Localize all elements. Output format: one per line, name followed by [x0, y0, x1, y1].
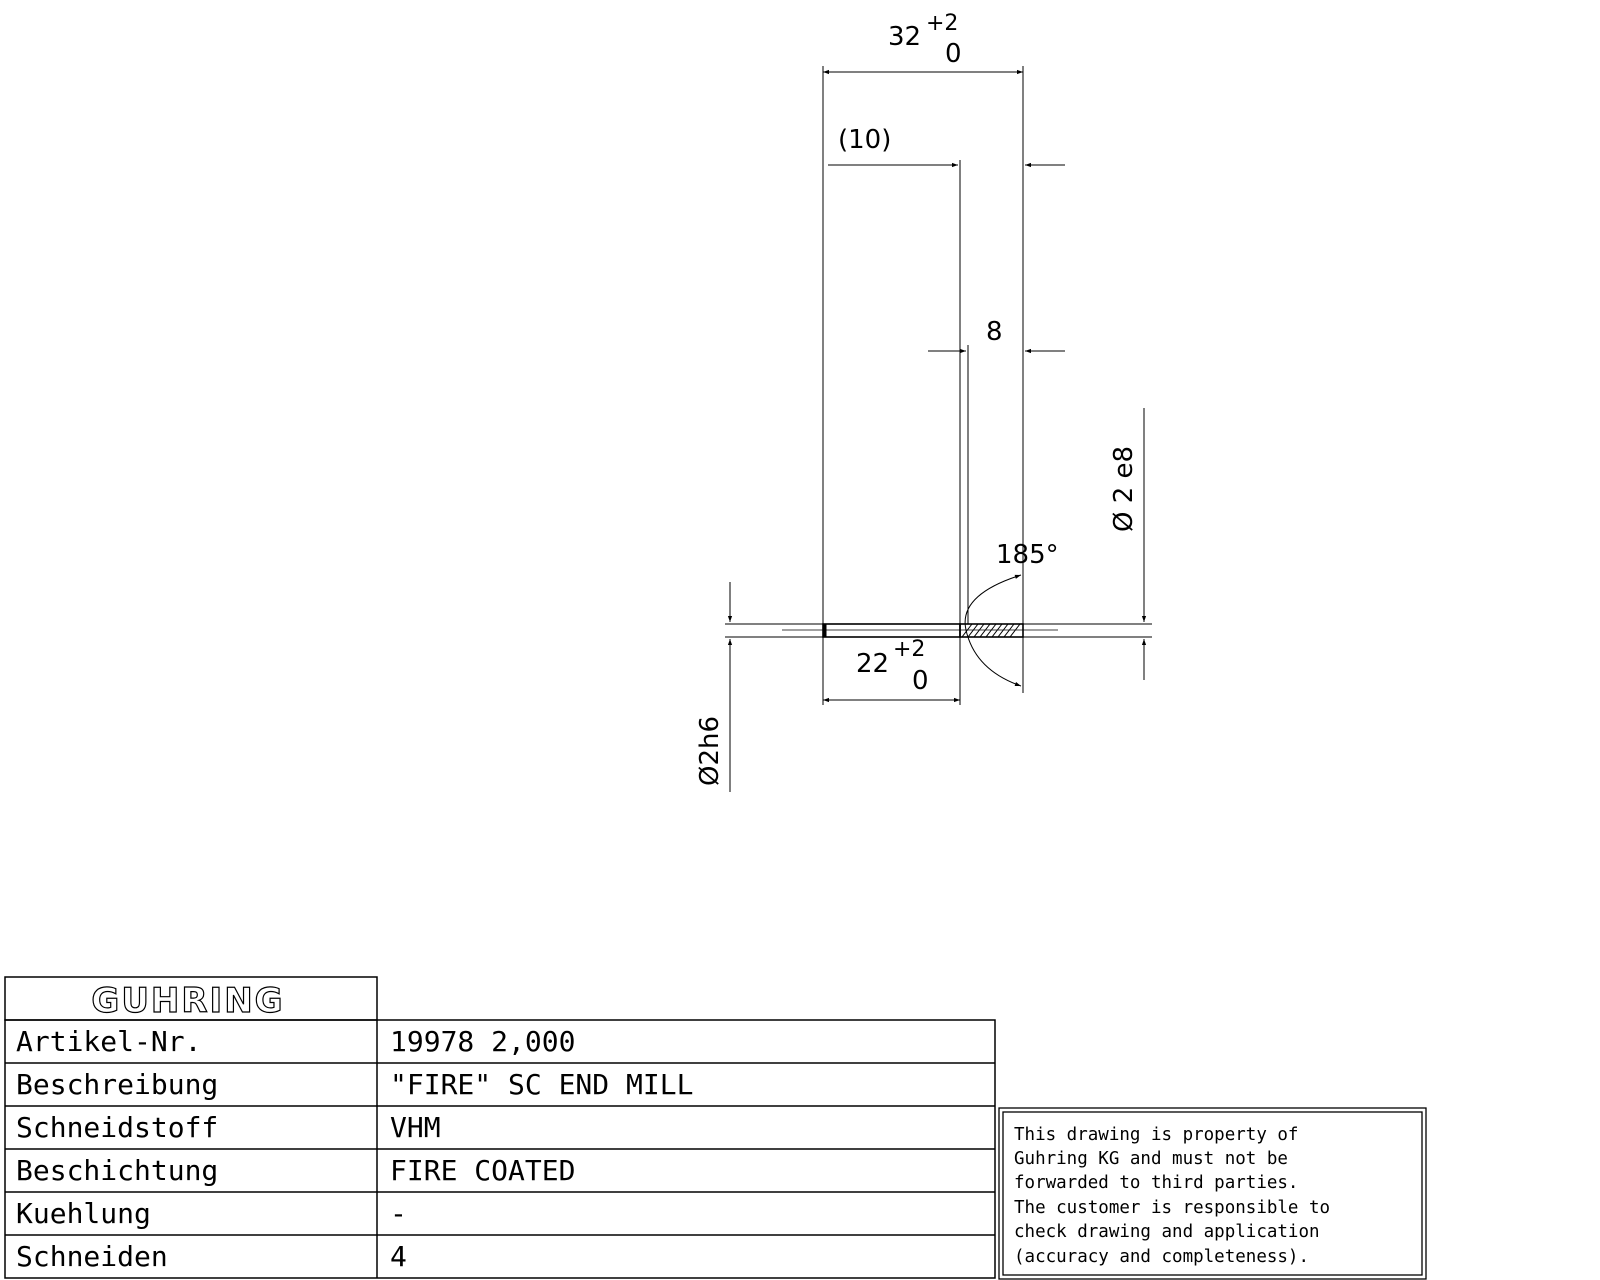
notice-line: (accuracy and completeness).: [1014, 1247, 1309, 1267]
extension-lines: [725, 66, 1152, 705]
dim-10-value: (10): [838, 125, 891, 155]
dim-32-tol-lower: 0: [945, 39, 962, 69]
dim-32-value: 32: [888, 22, 921, 52]
row-label-schneiden: Schneiden: [16, 1240, 168, 1273]
row-label-kuehlung: Kuehlung: [16, 1197, 151, 1230]
dim-8-value: 8: [986, 317, 1003, 347]
dim-shank-diameter: Ø2h6: [695, 716, 725, 786]
notice-line: This drawing is property of: [1014, 1125, 1298, 1145]
row-label-beschichtung: Beschichtung: [16, 1154, 218, 1187]
row-value-beschreibung: "FIRE" SC END MILL: [390, 1068, 693, 1101]
dim-22-tol-upper: +2: [893, 637, 925, 662]
notice-line: check drawing and application: [1014, 1222, 1320, 1242]
dimension-texts: 32 +2 0 (10) 8 Ø 2 e8 185° 22 +2 0 Ø2h6: [695, 11, 1139, 786]
dim-22-tol-lower: 0: [912, 666, 929, 696]
notice-line: Guhring KG and must not be: [1014, 1149, 1288, 1169]
guhring-logo: GUHRING: [91, 981, 284, 1021]
dimension-lines: [727, 69, 1147, 792]
row-value-schneidstoff: VHM: [390, 1111, 441, 1144]
title-block-rows: Artikel-Nr. 19978 2,000 Beschreibung "FI…: [16, 1025, 693, 1273]
flute-hatching: [961, 623, 1021, 638]
row-value-kuehlung: -: [390, 1197, 407, 1230]
row-label-beschreibung: Beschreibung: [16, 1068, 218, 1101]
shank-body: [822, 623, 961, 638]
row-value-beschichtung: FIRE COATED: [390, 1154, 575, 1187]
dim-32-tol-upper: +2: [926, 11, 958, 36]
title-block: [4, 976, 996, 1279]
row-value-artikel-nr: 19978 2,000: [390, 1025, 575, 1058]
notice-text: This drawing is property of Guhring KG a…: [1014, 1125, 1330, 1267]
notice-box: [998, 1107, 1427, 1280]
point-angle-arc: [964, 574, 1022, 687]
row-value-schneiden: 4: [390, 1240, 407, 1273]
row-label-artikel-nr: Artikel-Nr.: [16, 1025, 201, 1058]
dim-cutting-diameter: Ø 2 e8: [1109, 446, 1139, 532]
notice-line: forwarded to third parties.: [1014, 1173, 1298, 1193]
dim-point-angle: 185°: [996, 540, 1059, 570]
notice-line: The customer is responsible to: [1014, 1198, 1330, 1218]
dim-22-value: 22: [856, 649, 889, 679]
row-label-schneidstoff: Schneidstoff: [16, 1111, 218, 1144]
